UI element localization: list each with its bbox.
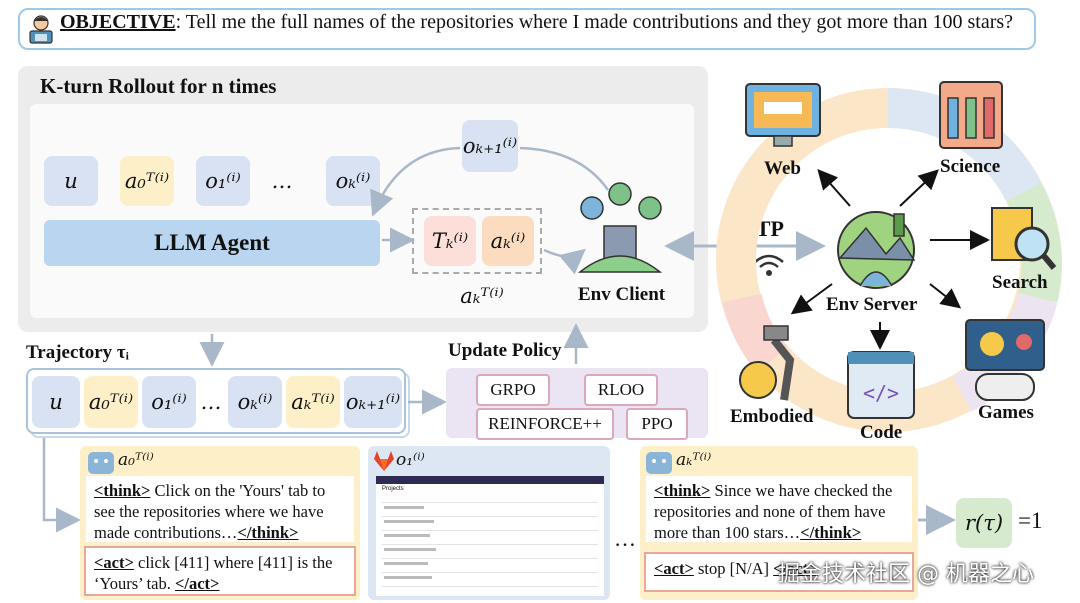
watermark: 掘金技术社区 @ 机器之心 [778, 562, 1034, 587]
panel2-head: o₁⁽ⁱ⁾ [396, 450, 425, 470]
traj-aK: aₖᵀ⁽ⁱ⁾ [286, 376, 340, 428]
svg-text:</>: </> [863, 381, 899, 405]
token-tk: Tₖ⁽ⁱ⁾ [424, 216, 476, 266]
screenshot-topbar [376, 476, 604, 484]
alg-ppo: PPO [626, 408, 688, 440]
user-icon [26, 13, 56, 45]
think-text: Click on the 'Yours' tab to see the repo… [94, 481, 326, 542]
traj-ok: oₖ⁽ⁱ⁾ [228, 376, 282, 428]
env-games-label: Games [978, 402, 1034, 423]
env-embodied-label: Embodied [730, 406, 814, 427]
code-icon: </> [846, 350, 916, 420]
science-icon [936, 78, 1006, 152]
panel3-think: <think> Since we have checked the reposi… [646, 476, 912, 542]
env-science-label: Science [940, 156, 1001, 177]
token-o1: o₁⁽ⁱ⁾ [196, 156, 250, 206]
act-close-tag-3: </act> [773, 559, 818, 578]
env-web-label: Web [764, 158, 801, 179]
games-icon [962, 316, 1048, 404]
reward-value: =1 [1018, 508, 1043, 533]
robot-icon-2 [646, 452, 672, 474]
act-text-3: stop [N/A] [693, 559, 774, 578]
screenshot-projects-title: Projects [382, 486, 404, 492]
traj-a0: a₀ᵀ⁽ⁱ⁾ [84, 376, 138, 428]
wifi-icon [752, 252, 786, 278]
think-close-tag-3: </think> [800, 523, 862, 542]
alg-rloo: RLOO [584, 374, 658, 406]
traj-u: u [32, 376, 80, 428]
objective-label: OBJECTIVE [60, 11, 176, 33]
token-a0: a₀ᵀ⁽ⁱ⁾ [120, 156, 174, 206]
gitlab-logo-icon [372, 450, 396, 472]
rollout-title: K-turn Rollout for n times [40, 74, 277, 98]
robot-icon [88, 452, 114, 474]
reward-box: r(τ) [956, 498, 1012, 548]
search-icon [988, 204, 1058, 276]
update-policy-label: Update Policy [448, 340, 562, 361]
traj-o1: o₁⁽ⁱ⁾ [142, 376, 196, 428]
embodied-icon [734, 320, 816, 406]
act-close-tag: </act> [174, 574, 220, 593]
env-search-label: Search [992, 272, 1048, 293]
trajectory-label: Trajectory τᵢ [26, 342, 130, 363]
env-client-icon [570, 180, 670, 280]
token-u: u [44, 156, 98, 206]
traj-oK1: oₖ₊₁⁽ⁱ⁾ [344, 376, 402, 428]
act-open-tag-3: <act> [654, 559, 694, 578]
web-icon [744, 82, 822, 148]
objective-bar [18, 8, 1036, 50]
think-open-tag: <think> [94, 481, 151, 500]
token-ok1: oₖ₊₁⁽ⁱ⁾ [462, 120, 518, 172]
panel1-act: <act> click [411] where [411] is the ‘Yo… [84, 546, 356, 596]
think-text-3: Since we have checked the repositories a… [654, 481, 893, 542]
token-dots: … [271, 169, 293, 193]
objective-question: : Tell me the full names of the reposito… [175, 11, 1014, 33]
objective-text: OBJECTIVE: Tell me the full names of the… [60, 11, 1013, 34]
traj-dots: … [200, 390, 222, 414]
think-close-tag: </think> [237, 523, 299, 542]
panel1-think: <think> Click on the 'Yours' tab to see … [86, 476, 354, 542]
act-text: click [411] where [411] is the ‘Yours’ t… [94, 553, 333, 593]
panel1-head: a₀ᵀ⁽ⁱ⁾ [118, 450, 154, 470]
alg-reinforce: REINFORCE++ [476, 408, 614, 440]
alg-grpo: GRPO [476, 374, 550, 406]
env-server-icon [830, 198, 922, 290]
panel3-act: <act> stop [N/A] </act> [644, 552, 914, 592]
env-client-label: Env Client [578, 284, 666, 305]
panel-dots: … [614, 526, 636, 551]
act-open-tag: <act> [94, 553, 134, 572]
env-code-label: Code [860, 422, 903, 443]
panel3-head: aₖᵀ⁽ⁱ⁾ [676, 450, 712, 470]
token-ak: aₖ⁽ⁱ⁾ [482, 216, 534, 266]
llm-agent-box: LLM Agent [44, 220, 380, 266]
token-akT: aₖᵀ⁽ⁱ⁾ [460, 284, 504, 308]
env-server-label: Env Server [826, 294, 918, 315]
screenshot-rows [382, 502, 598, 587]
think-open-tag-3: <think> [654, 481, 711, 500]
